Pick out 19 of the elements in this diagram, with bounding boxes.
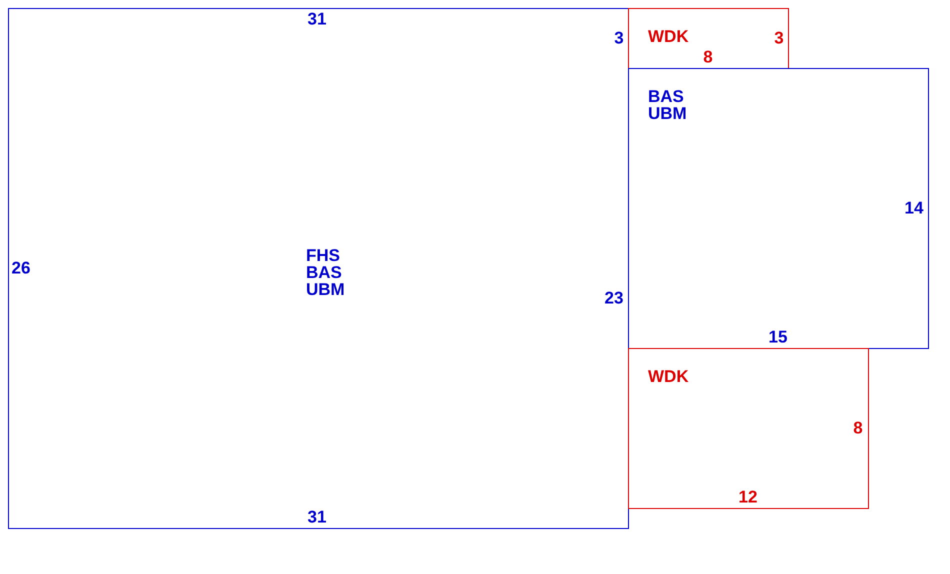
dimension-label: 3 [774,30,784,46]
dimension-label: 8 [853,420,863,436]
dimension-label: 3 [614,30,624,46]
room-label: BAS UBM [648,88,688,122]
dimension-label: 31 [308,10,326,28]
room-label: FHS BAS UBM [306,247,346,298]
room-outline [628,68,929,349]
room-label: WDK [648,368,690,385]
room-outline [8,8,629,529]
room-outline [628,8,789,69]
room-outline [628,348,869,509]
room-label: WDK [648,28,690,45]
dimension-label: 31 [308,508,326,526]
dimension-label: 8 [703,48,713,66]
dimension-label: 12 [738,488,758,506]
dimension-label: 14 [904,200,924,216]
dimension-label: 23 [604,290,624,306]
dimension-label: 26 [12,260,30,276]
dimension-label: 15 [768,328,788,346]
